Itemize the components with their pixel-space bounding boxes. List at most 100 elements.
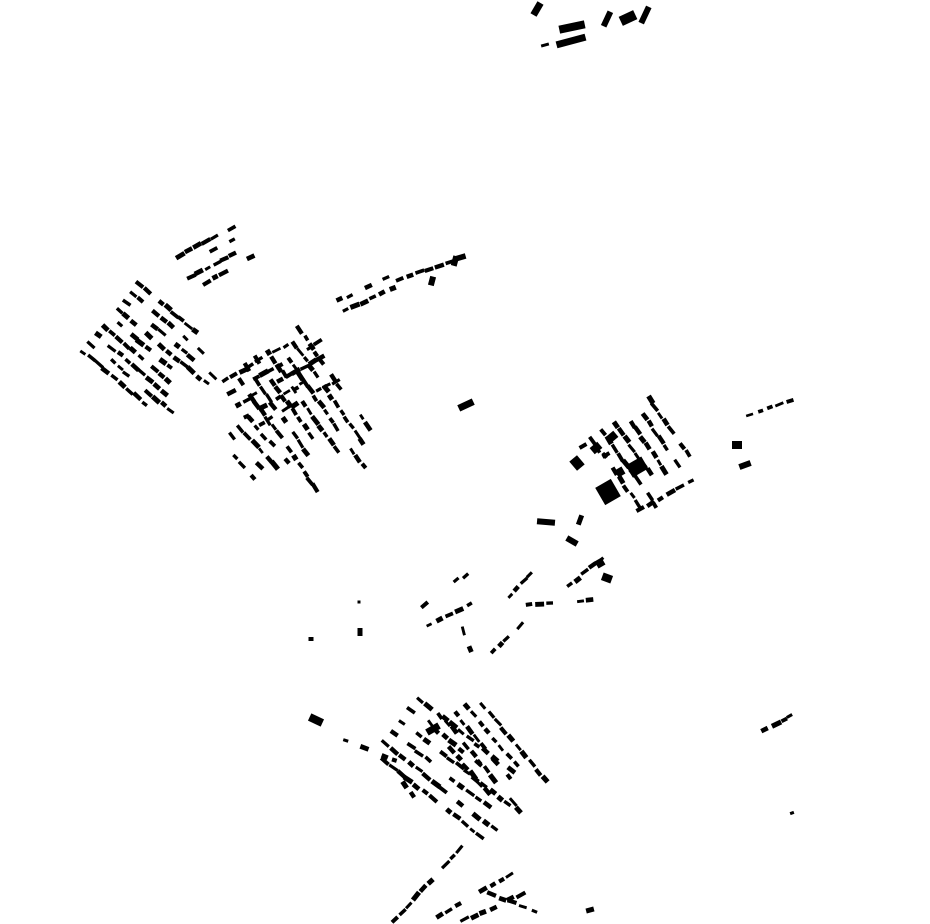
building xyxy=(519,749,529,760)
building xyxy=(242,362,252,373)
building xyxy=(329,373,339,384)
building xyxy=(268,378,277,387)
large-building xyxy=(555,33,587,49)
building xyxy=(587,561,598,570)
building xyxy=(282,342,290,349)
building xyxy=(580,567,590,576)
building xyxy=(134,279,145,289)
building xyxy=(221,376,230,384)
building xyxy=(536,518,556,526)
building xyxy=(402,774,414,785)
building xyxy=(252,354,262,365)
building xyxy=(303,334,310,342)
building xyxy=(196,346,205,355)
building xyxy=(447,719,459,730)
building xyxy=(143,388,154,398)
building xyxy=(348,422,355,430)
building xyxy=(342,415,350,424)
building xyxy=(226,224,237,233)
building xyxy=(426,622,433,628)
building xyxy=(357,437,366,446)
building xyxy=(201,278,212,287)
building xyxy=(274,429,284,440)
building xyxy=(478,908,487,917)
building xyxy=(506,733,516,743)
building xyxy=(121,311,131,321)
building xyxy=(786,398,795,404)
building xyxy=(322,431,329,438)
building xyxy=(86,340,96,350)
building xyxy=(129,290,138,299)
building xyxy=(124,357,132,365)
building xyxy=(414,268,425,275)
building xyxy=(531,908,538,914)
building xyxy=(635,505,645,513)
building xyxy=(512,760,520,768)
building xyxy=(622,434,632,444)
building xyxy=(406,741,417,751)
building xyxy=(152,382,162,391)
building xyxy=(646,419,654,428)
building xyxy=(157,327,167,337)
building xyxy=(444,611,454,619)
large-building xyxy=(540,42,550,48)
building xyxy=(227,250,237,259)
building xyxy=(525,571,533,579)
building xyxy=(226,388,237,397)
building xyxy=(363,282,373,291)
building xyxy=(646,491,655,502)
building xyxy=(479,701,487,710)
building xyxy=(200,237,212,246)
building xyxy=(482,800,493,810)
building xyxy=(271,346,282,354)
building xyxy=(79,349,87,356)
building xyxy=(169,310,180,320)
building xyxy=(649,402,660,413)
building xyxy=(441,732,450,741)
building xyxy=(465,788,476,798)
building xyxy=(326,393,335,401)
building xyxy=(290,385,298,394)
building xyxy=(381,274,390,281)
building xyxy=(150,322,160,332)
building xyxy=(273,385,283,395)
building xyxy=(307,342,316,352)
building xyxy=(445,756,456,765)
building xyxy=(616,452,625,463)
building xyxy=(661,417,670,427)
building xyxy=(232,453,239,461)
building xyxy=(149,364,160,374)
large-building xyxy=(638,5,652,25)
building xyxy=(318,358,326,366)
building xyxy=(252,374,261,381)
building xyxy=(528,758,537,768)
building xyxy=(465,725,475,736)
building xyxy=(426,877,435,886)
large-building xyxy=(558,20,586,34)
building xyxy=(405,705,416,715)
building xyxy=(144,375,155,385)
building xyxy=(286,356,294,364)
building xyxy=(242,431,252,441)
building xyxy=(237,460,247,470)
large-building xyxy=(618,10,638,26)
building xyxy=(674,483,685,491)
building xyxy=(585,597,594,603)
building xyxy=(489,647,497,655)
building xyxy=(280,415,289,424)
large-building xyxy=(425,722,441,736)
building xyxy=(645,499,656,508)
building xyxy=(449,853,456,861)
building xyxy=(353,429,362,440)
building xyxy=(100,323,110,333)
building xyxy=(291,363,298,371)
building xyxy=(173,341,182,350)
building xyxy=(291,430,300,440)
large-building xyxy=(307,713,325,727)
building xyxy=(469,827,476,834)
building xyxy=(346,293,354,300)
building xyxy=(269,355,278,365)
building xyxy=(506,765,517,775)
building xyxy=(424,755,433,764)
building xyxy=(770,719,783,729)
